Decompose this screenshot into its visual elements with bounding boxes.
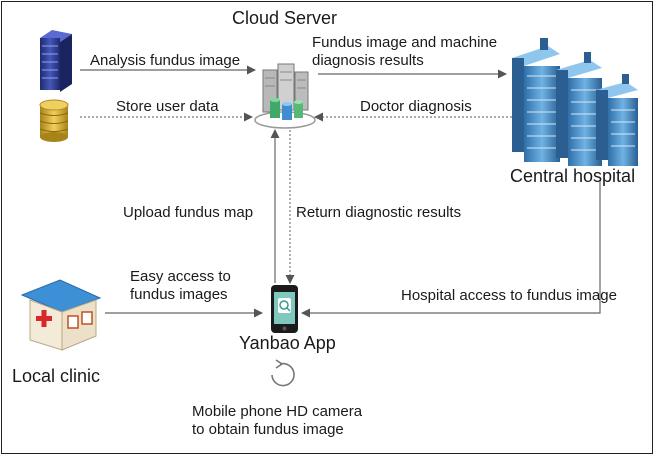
central-hospital-label: Central hospital <box>510 166 636 186</box>
doctor-label: Doctor diagnosis <box>360 98 472 115</box>
cloud-server-icon <box>254 63 316 129</box>
camera-note-label: Mobile phone HD camera to obtain fundus … <box>192 403 363 438</box>
local-clinic-label: Local clinic <box>12 366 101 386</box>
server-rack-icon <box>40 30 72 92</box>
analysis-label: Analysis fundus image <box>90 52 241 69</box>
edge-hospital-arrow <box>301 180 601 318</box>
hospital-buildings-icon <box>512 38 638 166</box>
clinic-house-icon <box>20 279 102 351</box>
store-label: Store user data <box>116 98 219 115</box>
yanbao-app-label: Yanbao App <box>239 333 336 353</box>
fundus-results-label: Fundus image and machine diagnosis resul… <box>312 34 498 69</box>
hospital-access-label: Hospital access to fundus image <box>401 287 617 304</box>
upload-label: Upload fundus map <box>123 204 254 221</box>
return-results-label: Return diagnostic results <box>296 204 462 221</box>
easy-access-label: Easy access to fundus images <box>130 268 231 303</box>
refresh-cycle-icon <box>271 359 295 387</box>
phone-icon <box>271 285 298 333</box>
database-coins-icon <box>39 99 69 142</box>
cloud-server-label: Cloud Server <box>232 8 338 28</box>
